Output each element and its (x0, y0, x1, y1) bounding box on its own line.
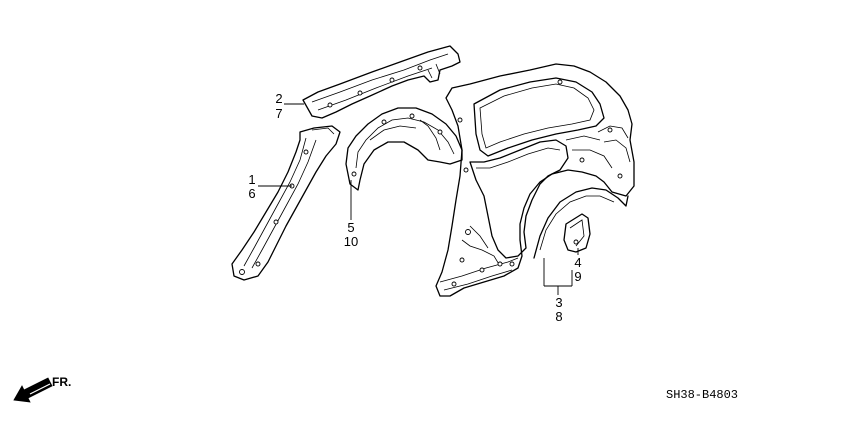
callout-3: 3 (555, 295, 562, 310)
roof-side-rail-part (302, 45, 461, 119)
callout-7: 7 (275, 106, 282, 121)
callout-4: 4 (574, 255, 581, 270)
outer-side-panel-part (435, 63, 635, 297)
rear-pillar-part (231, 125, 341, 281)
inner-wheelhouse-part (345, 107, 463, 191)
front-direction-arrow-icon (13, 377, 53, 403)
callout-9: 9 (574, 269, 581, 284)
callout-2: 2 (275, 91, 282, 106)
leader-lines (258, 103, 579, 295)
callout-5: 5 (347, 220, 354, 235)
callout-8: 8 (555, 309, 562, 324)
callout-6: 6 (248, 186, 255, 201)
callout-10: 10 (344, 234, 358, 249)
callout-1: 1 (248, 172, 255, 187)
small-bracket-part (563, 213, 591, 253)
diagram-code: SH38-B4803 (666, 388, 738, 402)
front-direction-label: FR. (52, 375, 71, 389)
